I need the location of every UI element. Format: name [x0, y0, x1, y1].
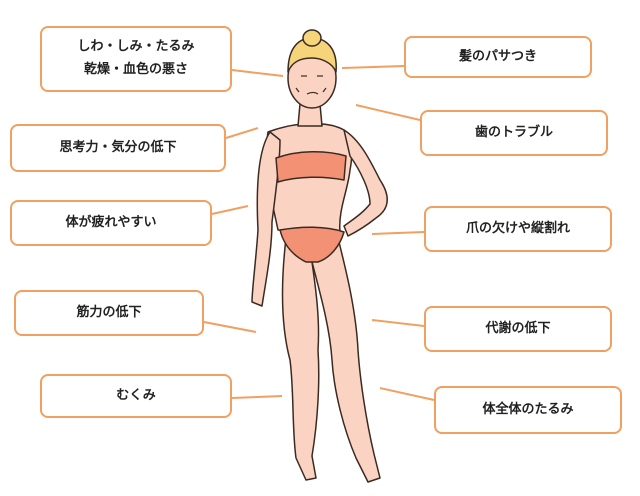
pointer-nails — [371, 231, 425, 235]
label-metabolism: 代謝の低下 — [424, 306, 612, 352]
label-sagging: 体全体のたるみ — [434, 386, 622, 434]
label-thinking: 思考力・気分の低下 — [10, 124, 226, 172]
label-hair-text: 髪のパサつき — [458, 48, 537, 64]
right-arm — [343, 129, 388, 237]
cheek-lines — [295, 87, 327, 93]
label-metabolism-text: 代謝の低下 — [485, 320, 551, 336]
underwear — [279, 226, 345, 263]
label-nails-text: 爪の欠けや縦割れ — [465, 220, 570, 236]
label-thinking-text: 思考力・気分の低下 — [59, 139, 177, 155]
pointer-swelling — [231, 395, 283, 399]
pointer-hair — [341, 65, 405, 69]
label-wrinkles-dryness: しわ・しみ・たるみ 乾燥・血色の悪さ — [40, 26, 232, 92]
label-sagging-text: 体全体のたるみ — [482, 401, 574, 417]
label-teeth-text: 歯のトラブル — [474, 124, 553, 140]
pointer-sagging — [379, 387, 435, 401]
bandeau-top — [275, 150, 347, 183]
pointer-lines — [203, 65, 435, 401]
mouth — [306, 91, 319, 95]
pointer-teeth — [355, 104, 421, 121]
label-muscle-text: 筋力の低下 — [76, 304, 142, 320]
pointer-fatigue — [211, 205, 249, 215]
hair — [287, 37, 337, 73]
pointer-thinking — [225, 127, 259, 139]
label-wrinkles-line2: 乾燥・血色の悪さ — [83, 62, 188, 77]
label-swelling-text: むくみ — [116, 387, 156, 403]
label-swelling: むくみ — [40, 374, 232, 418]
label-hair: 髪のパサつき — [404, 36, 592, 78]
hair-bun — [302, 29, 322, 47]
pointer-metabolism — [371, 319, 425, 327]
label-fatigue: 体が疲れやすい — [10, 200, 212, 246]
left-arm — [251, 131, 281, 307]
label-nails: 爪の欠けや縦割れ — [424, 206, 612, 252]
pointer-wrinkles — [231, 69, 284, 77]
label-wrinkles-line1: しわ・しみ・たるみ — [77, 39, 195, 55]
label-fatigue-text: 体が疲れやすい — [65, 214, 157, 230]
label-teeth: 歯のトラブル — [420, 110, 608, 156]
label-muscle: 筋力の低下 — [14, 290, 204, 336]
pointer-muscle — [203, 321, 257, 333]
left-leg — [281, 237, 320, 481]
right-leg — [311, 237, 381, 483]
